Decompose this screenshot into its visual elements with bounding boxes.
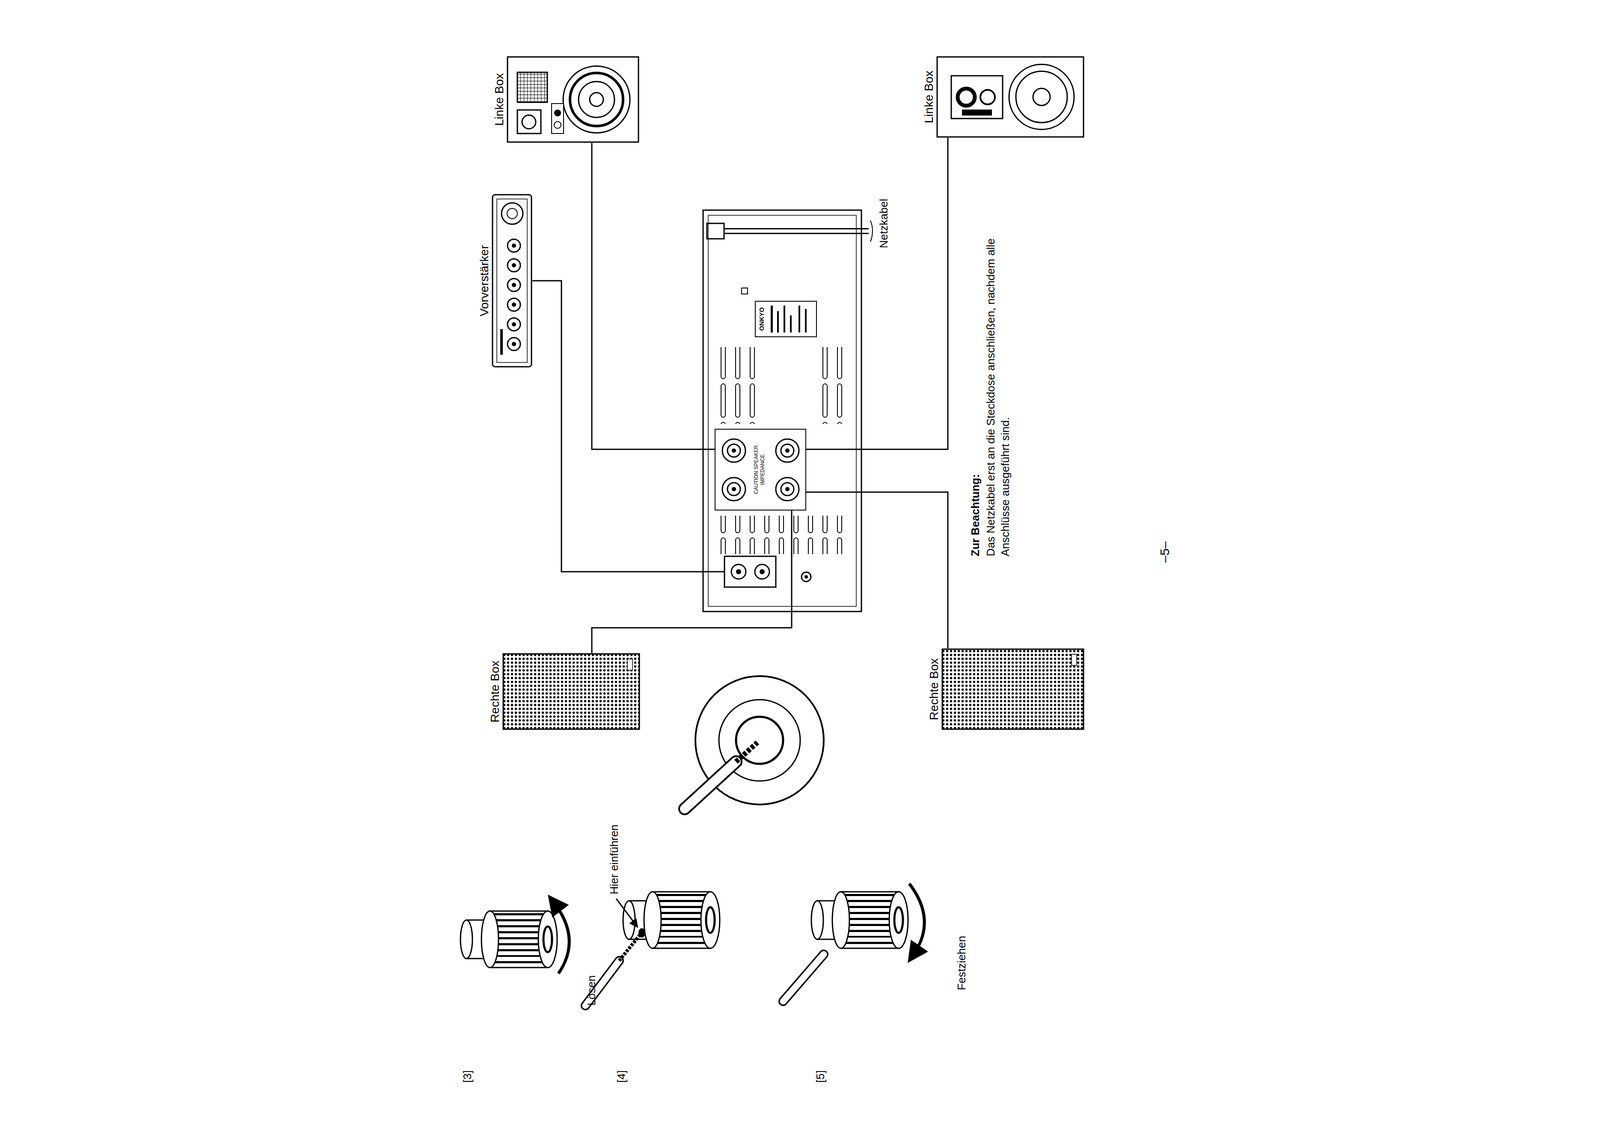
- speaker-cable: [591, 142, 715, 450]
- step-number: [5]: [813, 1070, 828, 1083]
- speaker-cable: [806, 492, 948, 649]
- speaker-box: Linke Box: [921, 56, 1085, 138]
- page-number: –5–: [1157, 541, 1173, 563]
- box-label: Vorverstärker: [477, 193, 492, 368]
- step-number: [3]: [460, 1070, 475, 1083]
- action-label: Lösen: [584, 975, 599, 1006]
- preamp-drawing: [491, 193, 533, 368]
- speaker-terminals: CAUTION SPEAKER IMPEDANCE: [714, 428, 807, 511]
- panel-drawing: [702, 209, 863, 613]
- step-number: [4]: [614, 1070, 629, 1083]
- box-label: Linke Box: [492, 56, 507, 143]
- preamplifier: Vorverstärker: [477, 193, 533, 368]
- speaker-cable: [806, 137, 948, 450]
- box-label: Linke Box: [921, 56, 937, 138]
- speaker-box: Rechte Box: [487, 653, 641, 731]
- speaker-drawing: [936, 56, 1085, 138]
- box-label: Rechte Box: [487, 653, 503, 731]
- speaker-box: Linke Box: [492, 56, 640, 143]
- cable-label: Netzkabel: [876, 198, 891, 249]
- action-label: Hier einführen: [606, 824, 622, 895]
- speaker-drawing: [502, 653, 641, 731]
- speaker-drawing: [941, 648, 1085, 731]
- panel-caption: CAUTION SPEAKER IMPEDANCE: [753, 433, 766, 506]
- box-label: Rechte Box: [926, 648, 942, 731]
- speaker-box: Rechte Box: [926, 648, 1085, 731]
- note-heading: Zur Beachtung:: [967, 474, 983, 557]
- note-text: Das Netzkabel erst an die Steckdose ansc…: [983, 205, 1013, 557]
- brand-plate-text: ONKYO: [757, 301, 766, 337]
- speaker-drawing: [506, 56, 640, 143]
- action-label: Festziehen: [954, 935, 969, 991]
- amplifier-rear-panel: ONKYO CAUTION SPEAKER IMPEDANCE: [702, 209, 863, 613]
- speaker-cable: [532, 280, 703, 572]
